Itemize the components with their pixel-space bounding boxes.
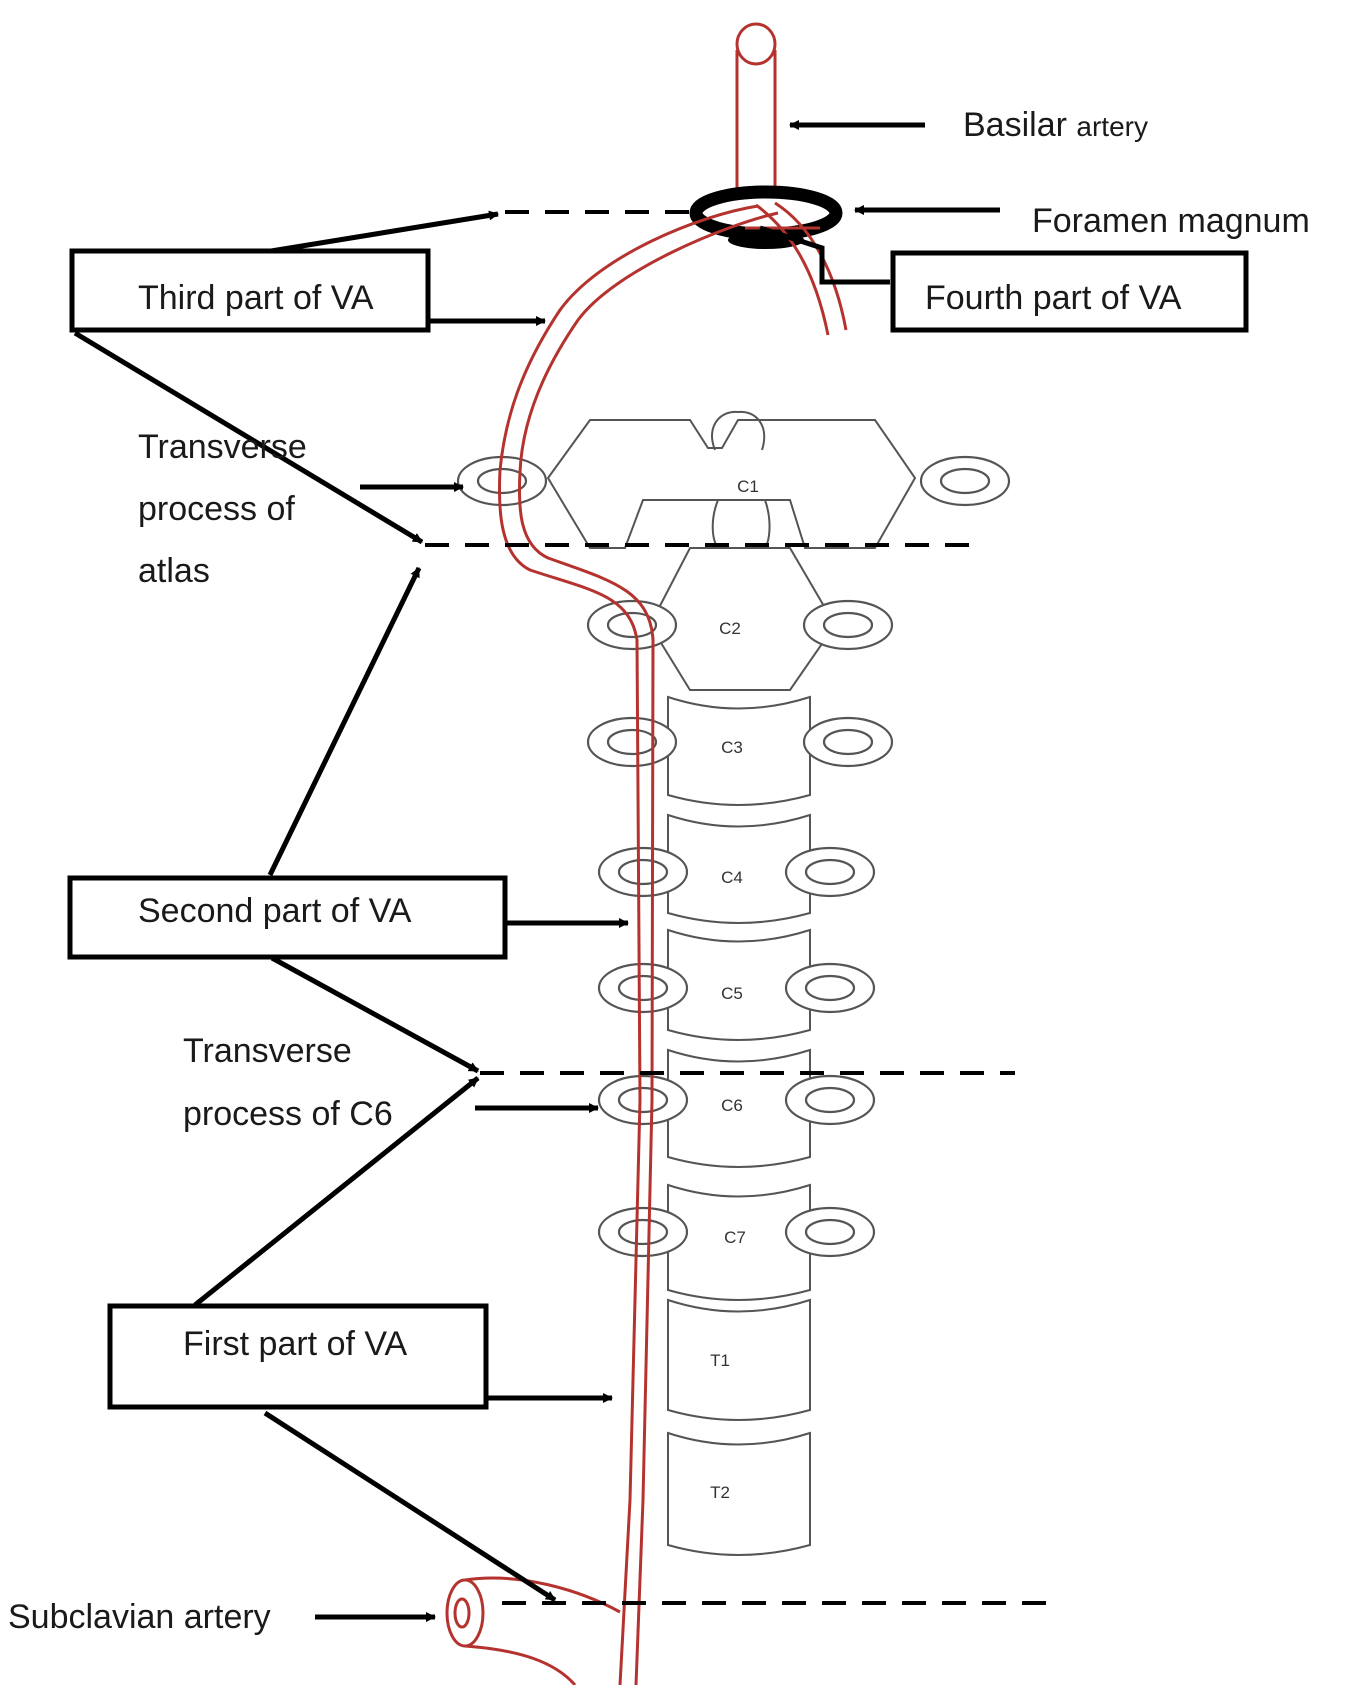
vertebra-label-c5: C5 (721, 984, 743, 1003)
vertebra-c6 (597, 1048, 876, 1168)
vertebra-label-c4: C4 (721, 868, 743, 887)
pointer-arrows (315, 120, 1000, 1622)
first-part-bracket-bottom (263, 1410, 557, 1603)
arteries (445, 22, 848, 1685)
subclavian-artery-vessel (445, 1576, 621, 1685)
vertebra-c5 (597, 928, 876, 1041)
fourth-part-box: Fourth part of VA (890, 250, 1249, 333)
third-part-label: Third part of VA (138, 279, 374, 317)
vertebral-artery (497, 204, 779, 1685)
vertebra-label-c7: C7 (724, 1228, 746, 1247)
foramen-magnum-label: Foramen magnum (1032, 202, 1310, 240)
transverse-atlas-label-line3: atlas (138, 552, 210, 590)
vertebra-label-t1: T1 (710, 1351, 730, 1370)
vertebra-c4 (597, 813, 876, 924)
fourth-part-vessel (745, 201, 848, 336)
first-part-label: First part of VA (183, 1325, 408, 1363)
vertebra-label-t2: T2 (710, 1483, 730, 1502)
subclavian-artery-label: Subclavian artery (8, 1598, 271, 1636)
transverse-c6-label-line1: Transverse (183, 1032, 352, 1070)
second-part-bracket-bottom (270, 955, 480, 1074)
transverse-c6-label-line2: process of C6 (183, 1095, 393, 1133)
second-part-bracket-top (267, 566, 422, 877)
vertebra-label-c6: C6 (721, 1096, 743, 1115)
basilar-artery-label: Basilar artery (963, 106, 1148, 144)
vertebra-label-c3: C3 (721, 738, 743, 757)
vertebra-label-c2: C2 (719, 619, 741, 638)
vertebra-t2 (667, 1431, 811, 1556)
basilar-artery (735, 22, 777, 190)
second-part-label: Second part of VA (138, 892, 412, 930)
third-part-box: Third part of VA (69, 248, 431, 333)
first-part-box: First part of VA (107, 1303, 489, 1410)
vertebra-c2 (586, 547, 894, 691)
transverse-atlas-label-line1: Transverse (138, 428, 307, 466)
fourth-part-label: Fourth part of VA (925, 279, 1182, 317)
bracket-lines (73, 210, 557, 1603)
third-part-bracket-top (264, 210, 499, 255)
transverse-atlas-label-line2: process of (138, 490, 295, 528)
vertebra-c7 (597, 1183, 876, 1301)
vertebra-c1 (456, 410, 1011, 549)
vertebral-column: C1 C2 C3 C4 C5 C6 C7 T1 T2 (456, 410, 1011, 1556)
first-part-bracket-top (193, 1076, 480, 1307)
vertebra-t1 (667, 1298, 811, 1421)
foramen-magnum-ring (689, 185, 843, 249)
fourth-part-connector (759, 225, 890, 285)
second-part-box: Second part of VA (67, 875, 508, 960)
vertebra-label-c1: C1 (737, 477, 759, 496)
level-lines (425, 210, 1050, 1605)
third-part-bracket-bottom (73, 330, 424, 545)
